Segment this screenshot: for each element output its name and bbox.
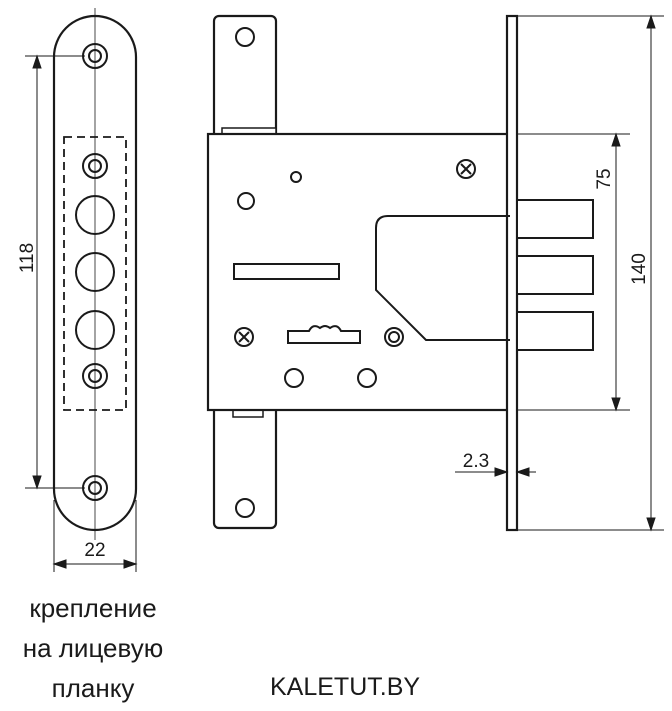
dimension-118: [25, 54, 85, 490]
small-hole: [290, 171, 302, 183]
lock-body-side-view: [206, 14, 594, 532]
dimension-label-22: 22: [84, 540, 105, 561]
body-hole: [284, 368, 304, 388]
mounting-zone-dashed: [63, 136, 127, 411]
brand-label: KALETUT.BY: [270, 673, 421, 701]
strip-bottom-hole: [235, 498, 255, 518]
bolt-opening: [75, 195, 115, 235]
faceplate: [52, 8, 138, 540]
keyhole-slot: [287, 325, 361, 344]
dimension-label-2-3: 2.3: [463, 451, 489, 472]
follower-ring: [384, 327, 404, 347]
bolt: [516, 255, 594, 295]
bolt: [516, 311, 594, 351]
dimension-140: [517, 14, 664, 532]
dimension-75: [517, 132, 630, 412]
dimension-label-75: 75: [594, 168, 615, 189]
caption-line-3: планку: [51, 673, 135, 703]
faceplate-screw-hole: [82, 153, 108, 179]
caption-line-2: на лицевую: [22, 633, 164, 663]
faceplate-screw-hole: [82, 363, 108, 389]
body-hole: [357, 368, 377, 388]
bolt: [516, 199, 594, 239]
dimension-22: [52, 500, 138, 572]
cross-screw-icon: [456, 159, 476, 179]
dimension-2-3: [455, 467, 536, 477]
dimension-label-140: 140: [629, 253, 650, 285]
front-plate: [505, 14, 519, 532]
body-hole: [237, 192, 255, 210]
slot: [233, 263, 340, 280]
caption-line-1: крепление: [29, 593, 157, 623]
bolt-opening: [75, 252, 115, 292]
strip-top-hole: [235, 27, 255, 47]
bolt-opening: [75, 310, 115, 350]
bolt-carrier: [375, 215, 510, 341]
lock-body: [206, 132, 512, 412]
cross-screw-icon: [234, 327, 254, 347]
dimension-label-118: 118: [17, 243, 38, 273]
